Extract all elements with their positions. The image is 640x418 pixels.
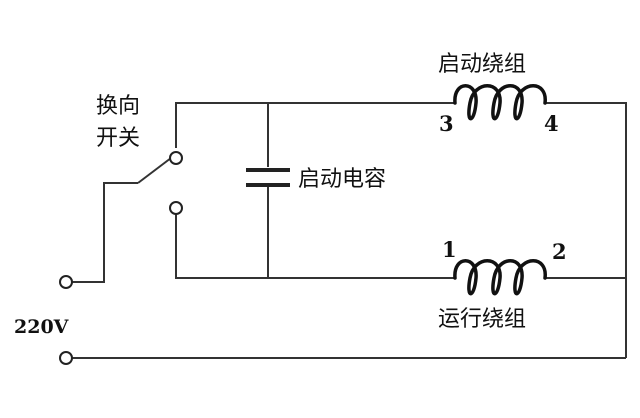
- run-winding-coil: [453, 259, 547, 296]
- start-winding-coil: [453, 84, 547, 121]
- reversing-switch: [137, 151, 183, 215]
- switch-label-line1: 换向: [96, 94, 140, 119]
- start-winding-label: 启动绕组: [438, 52, 526, 77]
- supply-wire-1: [70, 182, 138, 283]
- switch-contact-lower: [169, 201, 183, 215]
- terminal-1-label: 1: [442, 237, 457, 262]
- supply-terminal-2: [59, 351, 73, 365]
- run-winding-label: 运行绕组: [438, 307, 526, 332]
- bottom-wire: [175, 210, 455, 279]
- switch-contact-upper: [169, 151, 183, 165]
- voltage-label: 220V: [14, 316, 70, 338]
- top-wire-right: [545, 102, 627, 358]
- switch-label-line2: 开关: [96, 126, 140, 151]
- start-capacitor: [246, 168, 290, 187]
- supply-terminal-1: [59, 275, 73, 289]
- wires: [70, 102, 627, 359]
- terminal-4-label: 4: [544, 111, 559, 136]
- terminal-2-label: 2: [552, 239, 567, 264]
- top-wire: [175, 102, 455, 148]
- capacitor-label: 启动电容: [298, 167, 386, 192]
- switch-blade: [137, 157, 172, 184]
- terminal-3-label: 3: [439, 111, 454, 136]
